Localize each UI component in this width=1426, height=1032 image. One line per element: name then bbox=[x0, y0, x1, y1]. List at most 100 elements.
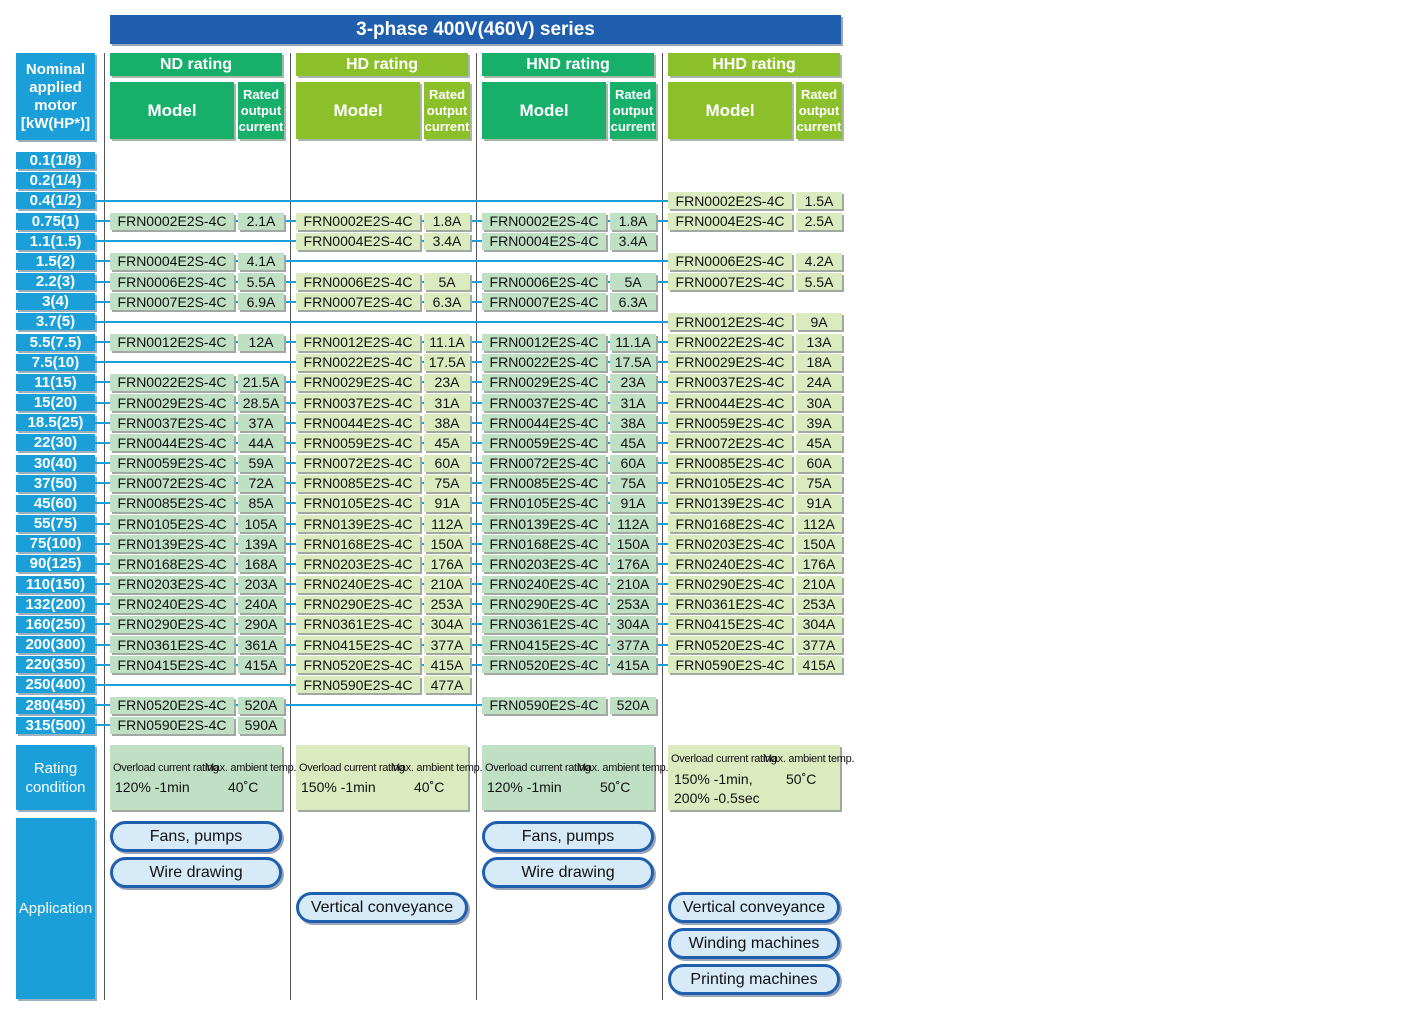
current-cell: 112A bbox=[610, 515, 656, 533]
model-cell: FRN0139E2S-4C bbox=[296, 515, 420, 533]
application-pill: Vertical conveyance bbox=[668, 892, 840, 923]
overload-value: 120% -1min bbox=[115, 779, 190, 795]
current-cell: 91A bbox=[610, 494, 656, 512]
model-cell: FRN0044E2S-4C bbox=[482, 414, 606, 432]
application-pill: Wire drawing bbox=[110, 857, 282, 888]
model-cell: FRN0002E2S-4C bbox=[482, 212, 606, 230]
motor-label: 280(450) bbox=[16, 696, 95, 714]
model-cell: FRN0168E2S-4C bbox=[296, 535, 420, 553]
motor-label: 3(4) bbox=[16, 293, 95, 311]
current-cell: 5A bbox=[424, 273, 470, 291]
motor-label: 3.7(5) bbox=[16, 313, 95, 331]
model-cell: FRN0415E2S-4C bbox=[668, 615, 792, 633]
current-cell: 590A bbox=[238, 716, 284, 734]
current-cell: 45A bbox=[424, 434, 470, 452]
current-cell: 17.5A bbox=[424, 353, 470, 371]
model-cell: FRN0037E2S-4C bbox=[296, 394, 420, 412]
connector-line bbox=[95, 199, 668, 202]
rating-header: ND rating bbox=[110, 53, 282, 76]
model-cell: FRN0002E2S-4C bbox=[668, 192, 792, 210]
current-cell: 210A bbox=[610, 575, 656, 593]
motor-label: 11(15) bbox=[16, 373, 95, 391]
current-cell: 21.5A bbox=[238, 373, 284, 391]
current-cell: 75A bbox=[610, 474, 656, 492]
overload-label: Overload current rating bbox=[113, 762, 219, 774]
model-cell: FRN0012E2S-4C bbox=[296, 333, 420, 351]
overload-value: 150% -1min bbox=[301, 779, 376, 795]
current-cell: 377A bbox=[424, 636, 470, 654]
model-cell: FRN0240E2S-4C bbox=[296, 575, 420, 593]
ambient-value: 40˚C bbox=[414, 779, 445, 795]
current-cell: 415A bbox=[238, 656, 284, 674]
motor-label: 90(125) bbox=[16, 555, 95, 573]
motor-label: 200(300) bbox=[16, 636, 95, 654]
rating-header: HHD rating bbox=[668, 53, 840, 76]
current-cell: 105A bbox=[238, 515, 284, 533]
model-column-header: Model bbox=[296, 82, 420, 139]
current-cell: 304A bbox=[610, 615, 656, 633]
model-cell: FRN0240E2S-4C bbox=[110, 595, 234, 613]
current-cell: 60A bbox=[610, 454, 656, 472]
model-cell: FRN0002E2S-4C bbox=[296, 212, 420, 230]
current-cell: 304A bbox=[424, 615, 470, 633]
motor-label: 7.5(10) bbox=[16, 353, 95, 371]
motor-label: 45(60) bbox=[16, 494, 95, 512]
model-cell: FRN0139E2S-4C bbox=[482, 515, 606, 533]
model-cell: FRN0203E2S-4C bbox=[110, 575, 234, 593]
overload-label: Overload current rating bbox=[299, 762, 405, 774]
current-cell: 85A bbox=[238, 494, 284, 512]
current-cell: 6.3A bbox=[424, 293, 470, 311]
current-cell: 377A bbox=[796, 636, 842, 654]
current-cell: 31A bbox=[610, 394, 656, 412]
overload-value: 120% -1min bbox=[487, 779, 562, 795]
model-cell: FRN0004E2S-4C bbox=[296, 232, 420, 250]
motor-label: 132(200) bbox=[16, 595, 95, 613]
model-cell: FRN0590E2S-4C bbox=[296, 676, 420, 694]
rating-header: HD rating bbox=[296, 53, 468, 76]
model-cell: FRN0002E2S-4C bbox=[110, 212, 234, 230]
current-cell: 253A bbox=[424, 595, 470, 613]
ambient-value: 50˚C bbox=[786, 771, 817, 787]
current-cell: 176A bbox=[424, 555, 470, 573]
model-cell: FRN0520E2S-4C bbox=[110, 696, 234, 714]
motor-label: 0.1(1/8) bbox=[16, 152, 95, 169]
model-cell: FRN0044E2S-4C bbox=[296, 414, 420, 432]
model-cell: FRN0059E2S-4C bbox=[296, 434, 420, 452]
motor-label: 0.75(1) bbox=[16, 212, 95, 230]
current-column-header: Rated output current bbox=[424, 82, 470, 139]
current-cell: 415A bbox=[424, 656, 470, 674]
model-cell: FRN0012E2S-4C bbox=[482, 333, 606, 351]
motor-label: 15(20) bbox=[16, 394, 95, 412]
current-cell: 5A bbox=[610, 273, 656, 291]
model-cell: FRN0290E2S-4C bbox=[482, 595, 606, 613]
model-cell: FRN0139E2S-4C bbox=[668, 494, 792, 512]
current-cell: 75A bbox=[424, 474, 470, 492]
model-cell: FRN0072E2S-4C bbox=[296, 454, 420, 472]
model-cell: FRN0029E2S-4C bbox=[296, 373, 420, 391]
current-cell: 520A bbox=[610, 696, 656, 714]
model-cell: FRN0361E2S-4C bbox=[110, 636, 234, 654]
model-cell: FRN0085E2S-4C bbox=[668, 454, 792, 472]
current-cell: 176A bbox=[610, 555, 656, 573]
overload-value: 150% -1min, 200% -0.5sec bbox=[674, 771, 760, 806]
motor-label: 250(400) bbox=[16, 676, 95, 694]
model-cell: FRN0007E2S-4C bbox=[110, 293, 234, 311]
model-cell: FRN0520E2S-4C bbox=[668, 636, 792, 654]
current-cell: 4.2A bbox=[796, 252, 842, 270]
current-cell: 377A bbox=[610, 636, 656, 654]
model-cell: FRN0072E2S-4C bbox=[110, 474, 234, 492]
current-cell: 477A bbox=[424, 676, 470, 694]
model-cell: FRN0037E2S-4C bbox=[110, 414, 234, 432]
connector-line bbox=[95, 260, 668, 263]
current-cell: 24A bbox=[796, 373, 842, 391]
model-cell: FRN0059E2S-4C bbox=[110, 454, 234, 472]
current-cell: 91A bbox=[796, 494, 842, 512]
current-cell: 150A bbox=[796, 535, 842, 553]
motor-label: 110(150) bbox=[16, 575, 95, 593]
model-cell: FRN0006E2S-4C bbox=[482, 273, 606, 291]
current-cell: 150A bbox=[424, 535, 470, 553]
current-cell: 112A bbox=[424, 515, 470, 533]
current-cell: 5.5A bbox=[238, 273, 284, 291]
